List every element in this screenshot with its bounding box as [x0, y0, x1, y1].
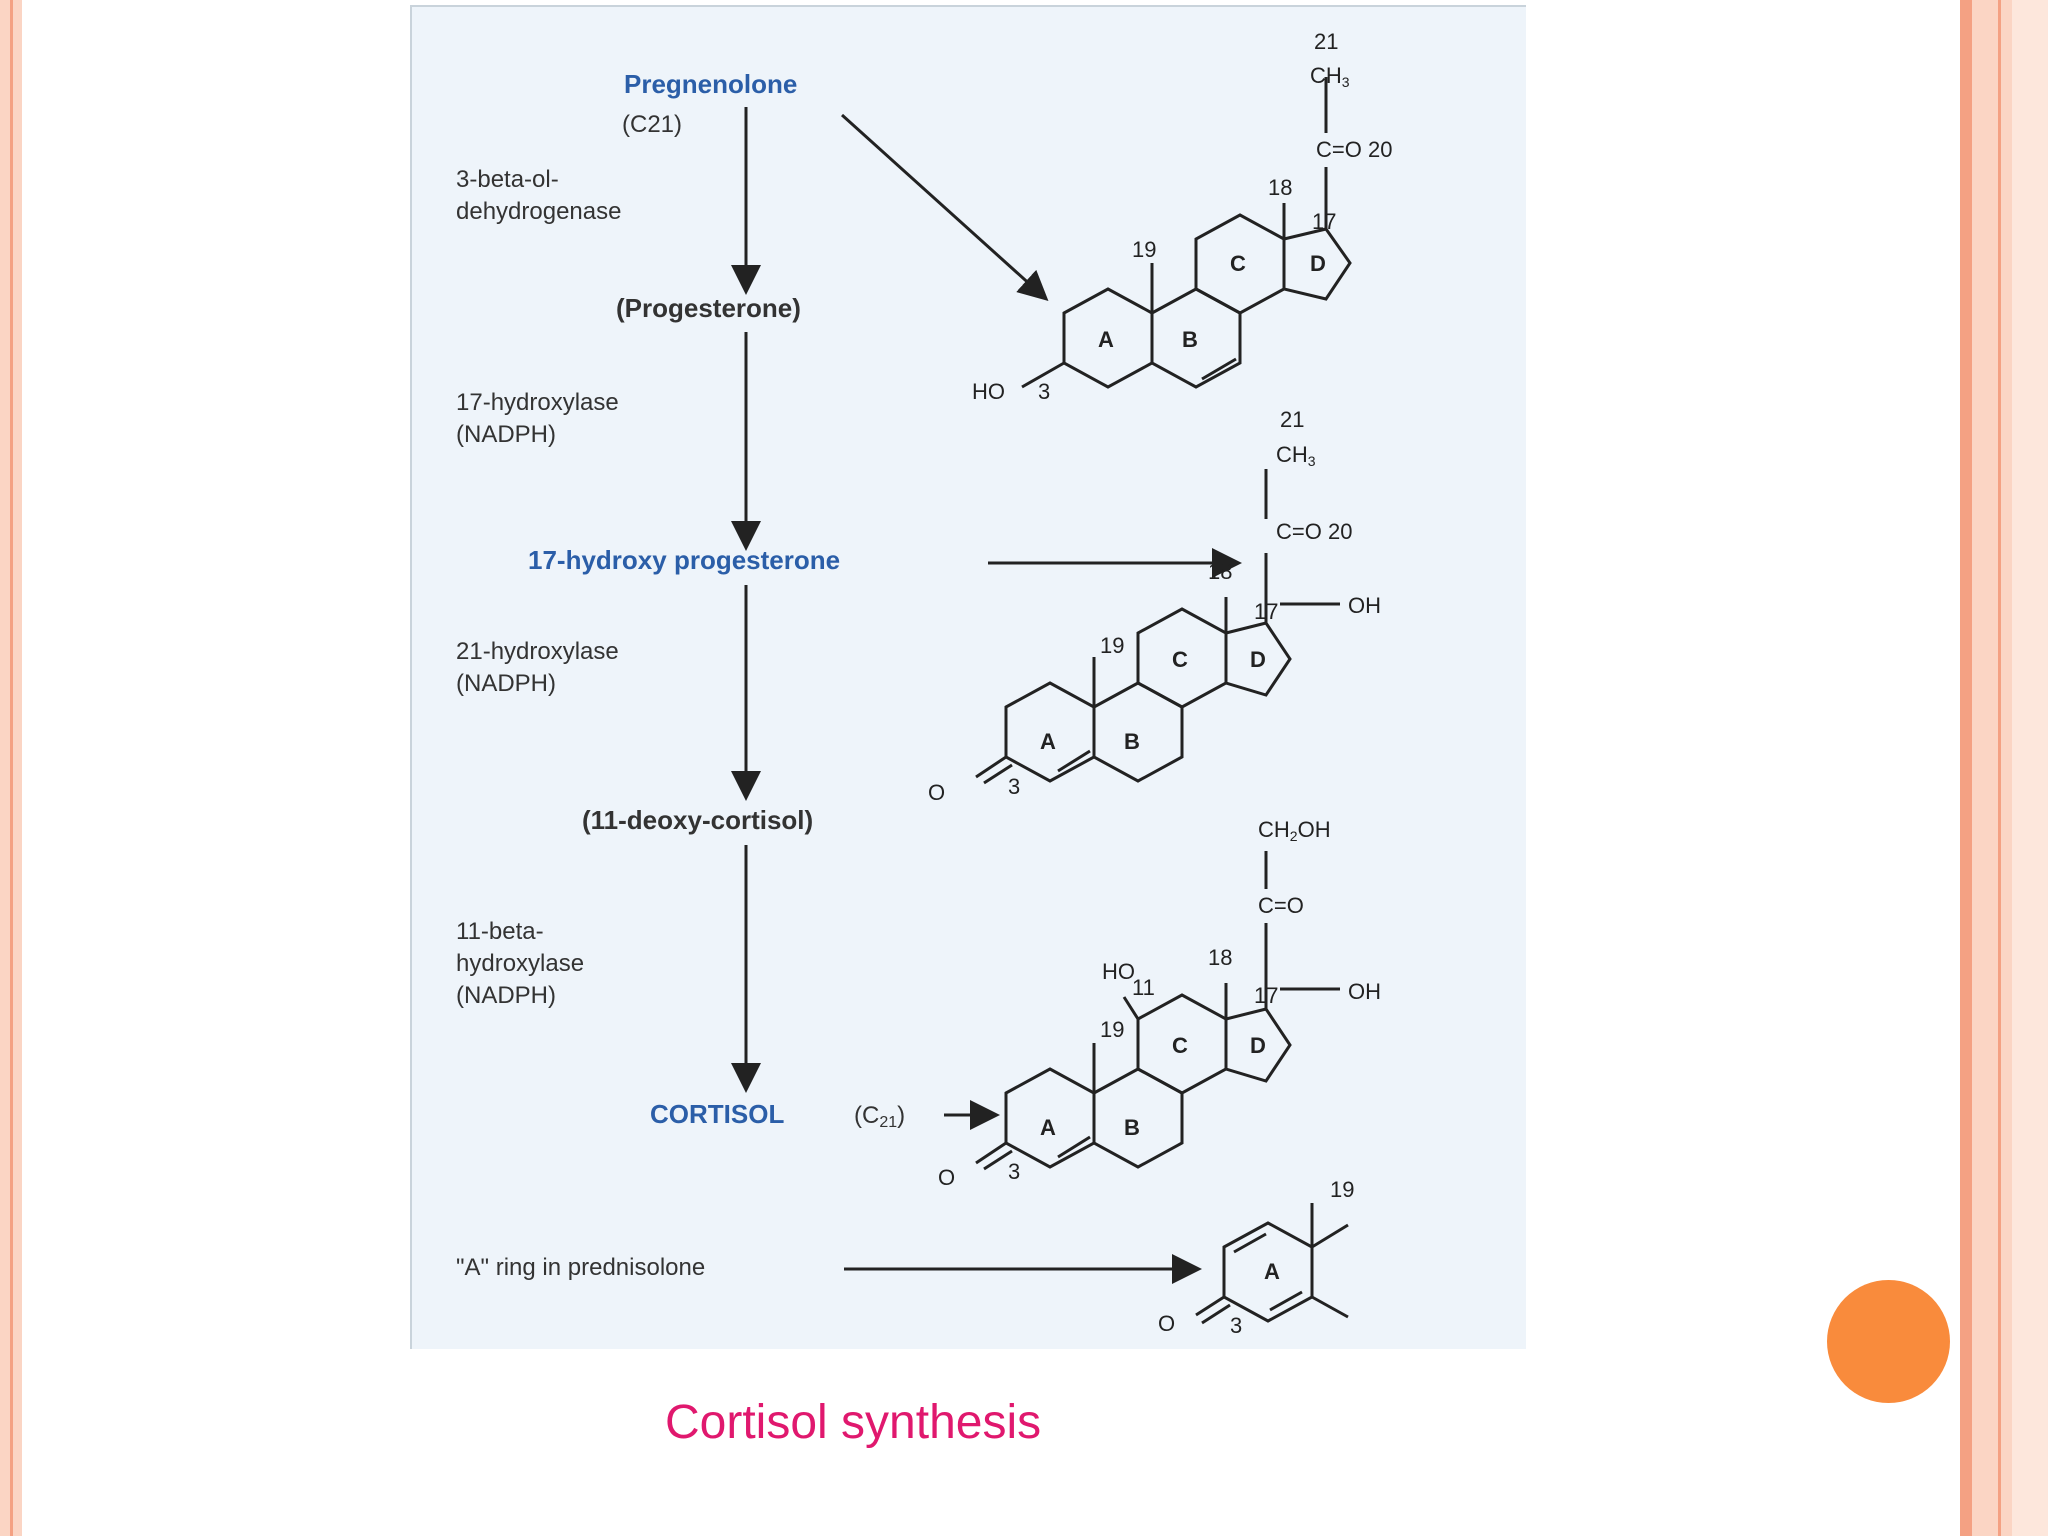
s2-oh: OH: [1348, 593, 1381, 618]
structure-cortisol: [975, 851, 1340, 1171]
s3-ringA: A: [1040, 1115, 1056, 1140]
label-cortisol-c21: (C21): [854, 1102, 905, 1131]
s3-oh: OH: [1348, 979, 1381, 1004]
s3-co: C=O: [1258, 893, 1304, 918]
s4-o: O: [1158, 1311, 1175, 1336]
s1-n3: 3: [1038, 379, 1050, 404]
s1-ringA: A: [1098, 327, 1114, 352]
pathway-arrows: [731, 107, 1242, 1284]
s3-ringD: D: [1250, 1033, 1266, 1058]
s2-o: O: [928, 780, 945, 805]
orange-dot-decoration: [1827, 1280, 1950, 1403]
label-11-deoxy-cortisol: (11-deoxy-cortisol): [582, 805, 813, 835]
left-border-line: [10, 0, 13, 1536]
enzyme-3beta-line1: 3-beta-ol-: [456, 166, 559, 193]
s1-n17: 17: [1312, 209, 1336, 234]
structure-prednisolone-a-ring: [1195, 1203, 1349, 1325]
enzyme-11beta-line1: 11-beta-: [456, 918, 544, 945]
s2-n17: 17: [1254, 599, 1278, 624]
s1-ringB: B: [1182, 327, 1198, 352]
s3-n19: 19: [1100, 1017, 1124, 1042]
s3-ringC: C: [1172, 1033, 1188, 1058]
enzyme-21-line2: (NADPH): [456, 670, 556, 697]
label-pregnenolone: Pregnenolone: [624, 69, 797, 99]
s3-n11: 11: [1132, 975, 1155, 1000]
s3-o: O: [938, 1165, 955, 1190]
cortisol-pathway-figure: Pregnenolone (C21) 3-beta-ol- dehydrogen…: [410, 5, 1526, 1349]
enzyme-11beta-line3: (NADPH): [456, 982, 556, 1009]
structure-17-hydroxy-progesterone: [975, 469, 1340, 785]
right-border-stripe: [1960, 0, 1972, 1536]
s2-ringD: D: [1250, 647, 1266, 672]
right-border-line: [1998, 0, 2001, 1536]
slide-caption: Cortisol synthesis: [665, 1396, 1042, 1449]
label-cortisol: CORTISOL: [650, 1099, 784, 1129]
label-17-hydroxy-progesterone: 17-hydroxy progesterone: [528, 545, 840, 575]
s2-ch3: CH3: [1276, 442, 1316, 469]
s3-n18: 18: [1208, 945, 1232, 970]
s3-n3: 3: [1008, 1159, 1020, 1184]
label-progesterone: (Progesterone): [616, 293, 801, 323]
s2-ringC: C: [1172, 647, 1188, 672]
s1-n21: 21: [1314, 29, 1338, 54]
s3-ho: HO: [1102, 959, 1135, 984]
right-border-edge: [2012, 0, 2048, 1536]
s1-ch3: CH3: [1310, 63, 1350, 90]
s3-n17: 17: [1254, 983, 1278, 1008]
enzyme-3beta-line2: dehydrogenase: [456, 198, 621, 225]
enzyme-17-line1: 17-hydroxylase: [456, 389, 619, 416]
structure-pregnenolone: [1021, 77, 1352, 389]
pathway-diagram: Pregnenolone (C21) 3-beta-ol- dehydrogen…: [456, 29, 1392, 1338]
s1-co20: C=O 20: [1316, 137, 1392, 162]
enzyme-17-line2: (NADPH): [456, 421, 556, 448]
s2-ringA: A: [1040, 729, 1056, 754]
s1-n19: 19: [1132, 237, 1156, 262]
s2-ringB: B: [1124, 729, 1140, 754]
s1-ho: HO: [972, 379, 1005, 404]
enzyme-11beta-line2: hydroxylase: [456, 950, 584, 977]
s2-n3: 3: [1008, 774, 1020, 799]
s2-co20: C=O 20: [1276, 519, 1352, 544]
s1-ringC: C: [1230, 251, 1246, 276]
s4-ringA: A: [1264, 1259, 1280, 1284]
s1-ringD: D: [1310, 251, 1326, 276]
s3-ringB: B: [1124, 1115, 1140, 1140]
s4-n3: 3: [1230, 1313, 1242, 1338]
s1-n18: 18: [1268, 175, 1292, 200]
enzyme-21-line1: 21-hydroxylase: [456, 638, 619, 665]
s4-n19: 19: [1330, 1177, 1354, 1202]
s3-ch2oh: CH2OH: [1258, 817, 1331, 844]
label-prednisolone: "A" ring in prednisolone: [456, 1254, 705, 1281]
s2-n19: 19: [1100, 633, 1124, 658]
right-border-band: [1972, 0, 2012, 1536]
s2-n18: 18: [1208, 559, 1232, 584]
s2-n21: 21: [1280, 407, 1304, 432]
label-c21: (C21): [622, 111, 682, 138]
